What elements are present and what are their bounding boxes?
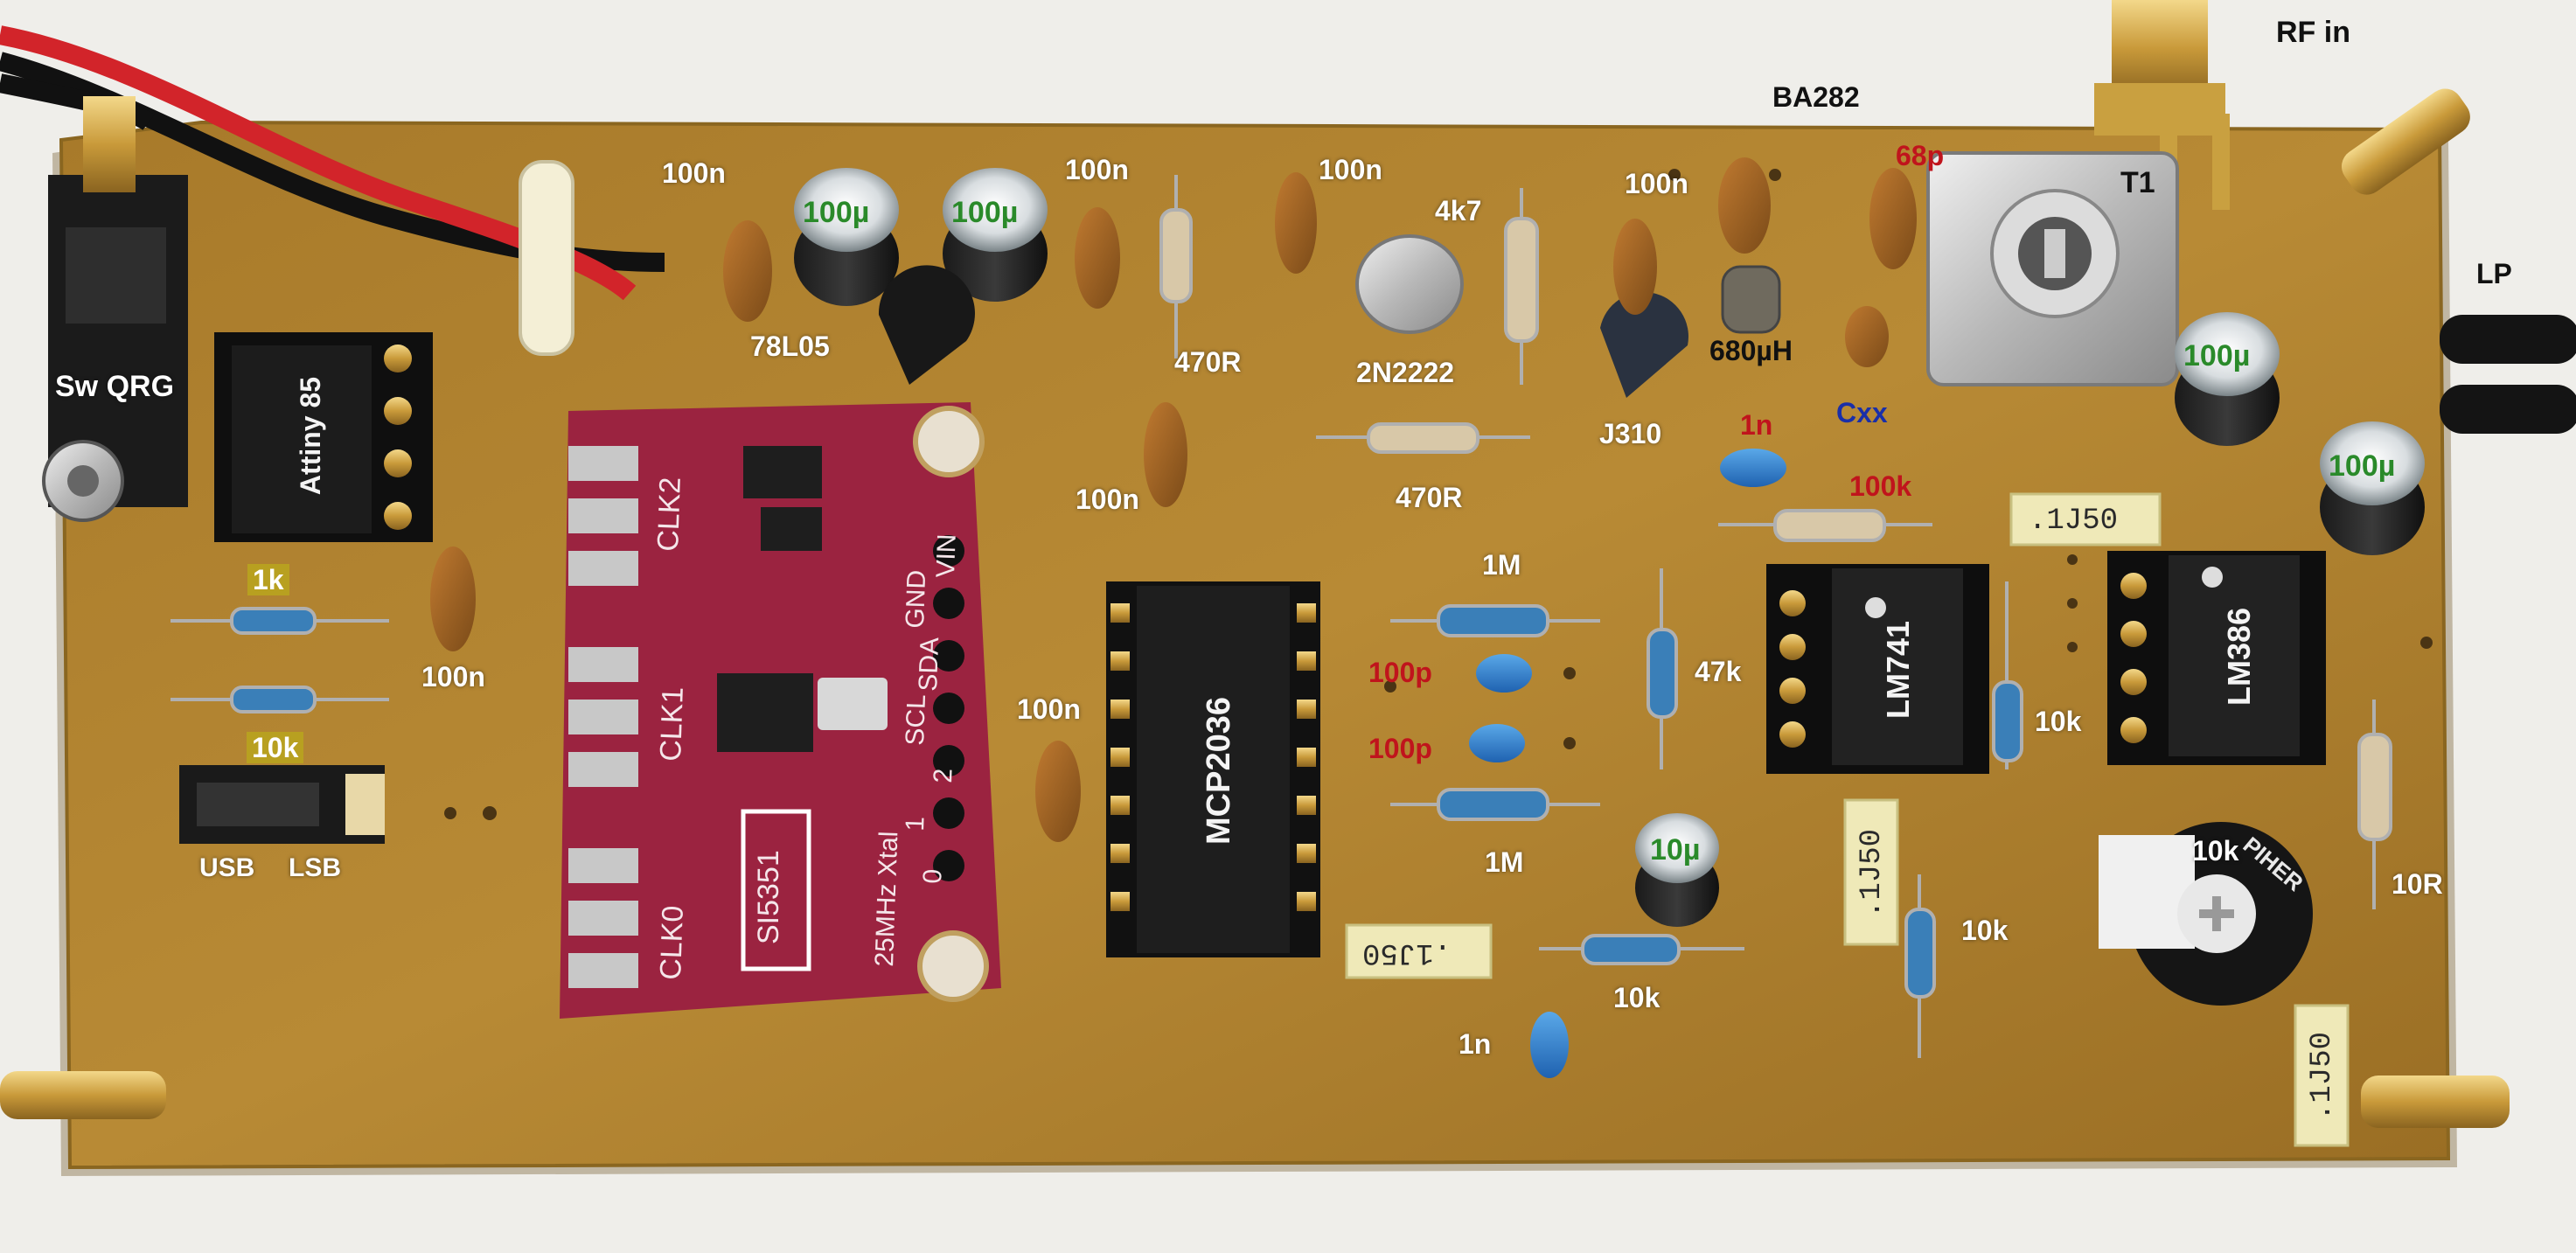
label-pin2: 2 [929, 768, 958, 784]
label-vin: VIN [931, 533, 962, 579]
inductor-680uh [1721, 265, 1781, 334]
sideband-switch [179, 765, 385, 844]
label-cxx: Cxx [1836, 397, 1888, 428]
si5351-module [560, 402, 1001, 1019]
label-clk2: CLK2 [651, 476, 687, 553]
label-lm386: LM386 [2221, 607, 2258, 707]
label-47k: 47k [1695, 656, 1742, 687]
cable-tie [519, 160, 574, 356]
label-100n-d: 100n [1625, 168, 1688, 199]
transistor-j310 [1600, 292, 1688, 398]
lm386-ic [2107, 551, 2326, 765]
ceramic-caps [430, 157, 1917, 842]
label-100p-a: 100p [1368, 657, 1432, 688]
label-1m-b: 1M [1485, 846, 1524, 878]
label-470r-a: 470R [1174, 346, 1242, 378]
lp-wires [2440, 315, 2576, 434]
label-sw-qrg: Sw QRG [55, 370, 175, 403]
label-elco-10u: 10µ [1650, 833, 1701, 867]
label-film-cap-b: .1J50 [2029, 505, 2119, 538]
blue-caps [1469, 449, 1786, 1078]
t1-transformer [1926, 151, 2179, 386]
label-clk1: CLK1 [654, 686, 690, 762]
label-lm741: LM741 [1880, 620, 1917, 720]
label-elco-a: 100µ [803, 196, 870, 229]
label-attiny85: Attiny 85 [295, 376, 327, 496]
label-470r-b: 470R [1396, 482, 1463, 513]
label-elco-d: 100µ [2329, 449, 2396, 483]
label-1m-a: 1M [1482, 549, 1521, 581]
label-si5351: SI5351 [752, 850, 785, 944]
label-elco-b: 100µ [951, 196, 1019, 229]
label-film-cap-a: .1J50 [1362, 936, 1452, 969]
film-caps [1345, 492, 2350, 1147]
regulator-78l05 [878, 265, 975, 385]
rf-connector [2094, 0, 2230, 210]
label-100k: 100k [1849, 470, 1912, 502]
label-rf-in: RF in [2276, 16, 2350, 49]
label-sda: SDA [914, 637, 945, 693]
label-68p: 68p [1896, 140, 1945, 171]
label-scl: SCL [901, 693, 932, 747]
label-100p-b: 100p [1368, 733, 1432, 764]
label-gnd: GND [901, 569, 932, 630]
mcp2036-ic [1106, 581, 1320, 957]
label-usb: USB [199, 853, 255, 882]
label-film-cap-d: .1J50 [2306, 1031, 2340, 1122]
standoffs [0, 88, 2510, 1128]
label-1k: 1k [247, 564, 289, 595]
transistor-2n2222 [1355, 234, 1464, 334]
label-elco-c: 100µ [2183, 339, 2251, 372]
label-10r: 10R [2392, 868, 2443, 900]
label-film-cap-c: .1J50 [1855, 828, 1890, 919]
electrolytic-caps [794, 168, 2425, 927]
label-100n-g: 100n [1017, 693, 1081, 725]
label-pin0: 0 [918, 868, 948, 885]
resistors [171, 175, 2392, 1058]
label-2n2222: 2N2222 [1356, 357, 1455, 388]
label-lsb: LSB [289, 853, 341, 882]
label-10k-pot: 10k [2192, 835, 2239, 867]
lm741-ic [1766, 564, 1989, 774]
label-10k-c: 10k [1961, 915, 2009, 946]
label-mcp2036: MCP2036 [1200, 697, 1237, 845]
label-100n-b: 100n [1065, 154, 1129, 185]
label-clk0: CLK0 [654, 904, 690, 981]
label-1n-b: 1n [1459, 1028, 1492, 1060]
attiny-socket [214, 332, 433, 542]
label-10k-b: 10k [1613, 982, 1660, 1013]
label-680uh: 680µH [1709, 335, 1793, 366]
trimmer-pot [2099, 822, 2313, 1006]
label-10k-switch: 10k [247, 732, 304, 763]
label-t1: T1 [2120, 166, 2155, 199]
label-100n-a: 100n [662, 157, 726, 189]
label-100n-c: 100n [1319, 154, 1382, 185]
label-ba282: BA282 [1772, 81, 1860, 113]
label-xtal: 25MHz Xtal [870, 831, 904, 968]
label-lp: LP [2476, 258, 2512, 289]
label-j310: J310 [1599, 418, 1662, 449]
qrg-switch [42, 96, 188, 522]
label-100n-e: 100n [1076, 484, 1139, 515]
label-100n-f: 100n [421, 661, 485, 693]
drill-holes [444, 169, 2433, 820]
label-78l05: 78L05 [750, 331, 830, 362]
label-4k7: 4k7 [1435, 195, 1482, 226]
label-10k-a: 10k [2035, 706, 2082, 737]
label-pin1: 1 [901, 816, 930, 832]
label-1n-a: 1n [1740, 409, 1773, 441]
